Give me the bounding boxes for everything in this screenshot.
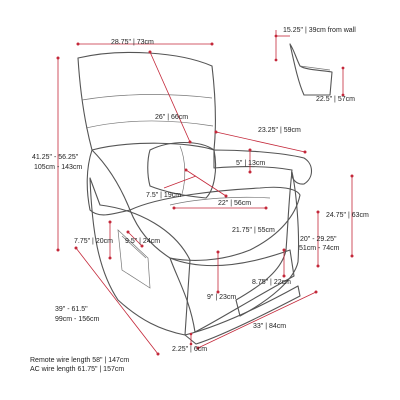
label-top-width: 28.75" | 73cm — [111, 39, 154, 46]
label-leg-gap: 8.75" | 22cm — [252, 279, 291, 286]
label-arm-height: 24.75" | 63cm — [326, 212, 369, 219]
label-seat-depth: 22" | 56cm — [218, 200, 251, 207]
dimension-lines — [56, 42, 354, 356]
label-back-height: 26" | 66cm — [155, 114, 188, 121]
remote-wire-note: Remote wire length 58" | 147cm — [30, 357, 130, 364]
label-seat-height-cm: 51cm - 74cm — [299, 245, 340, 252]
dimension-labels: 28.75" | 73cm 15.25" | 39cm from wall 22… — [32, 27, 369, 353]
label-depth-in: 39" - 61.5" — [55, 306, 88, 313]
label-side-depth: 22.5" | 57cm — [316, 96, 355, 103]
label-total-height-in: 41.25" - 56.25" — [32, 154, 79, 161]
label-arm-width: 9.5" | 24cm — [125, 238, 160, 245]
label-depth-cm: 99cm - 156cm — [55, 316, 100, 323]
label-front-width: 33" | 84cm — [253, 323, 286, 330]
label-base-height: 9" | 23cm — [207, 294, 236, 301]
label-arm-step: 5" | 13cm — [236, 160, 265, 167]
ac-wire-note: AC wire length 61.75" | 157cm — [30, 366, 125, 373]
label-arm-inner: 7.5" | 19cm — [146, 192, 181, 199]
label-total-height-cm: 105cm - 143cm — [34, 164, 82, 171]
recliner-chair — [77, 51, 313, 345]
label-foot-clearance: 2.25" | 6cm — [172, 346, 207, 353]
label-side-height: 7.75" | 20cm — [74, 238, 113, 245]
label-from-wall: 15.25" | 39cm from wall — [283, 27, 356, 34]
label-seat-height-in: 20" - 29.25" — [300, 236, 337, 243]
label-arm-depth: 23.25" | 59cm — [258, 127, 301, 134]
label-seat-width: 21.75" | 55cm — [232, 227, 275, 234]
side-view-diagram — [274, 30, 345, 97]
